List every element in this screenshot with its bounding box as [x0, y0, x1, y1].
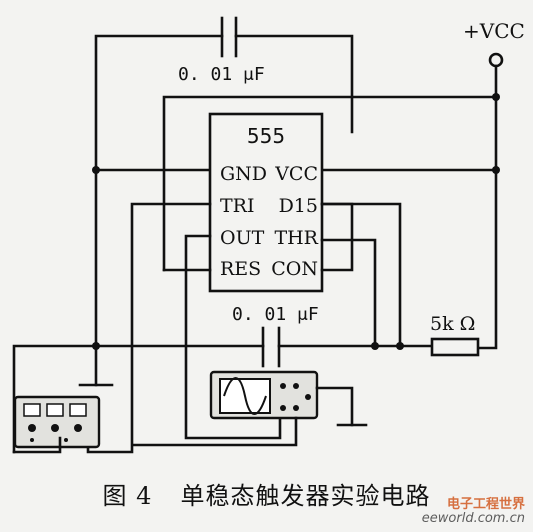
pin-out: OUT — [220, 227, 265, 249]
junction-node — [492, 93, 500, 101]
wire-con — [320, 202, 354, 272]
wire-top-loop — [94, 34, 354, 387]
signal-generator — [13, 395, 101, 449]
wire-tri — [86, 202, 212, 454]
resistor-5k — [430, 337, 480, 357]
junction-node — [396, 342, 404, 350]
capacitor-mid — [261, 326, 281, 368]
chip-name: 555 — [247, 124, 285, 148]
capacitor-top-label: 0. 01 μF — [178, 64, 265, 85]
figure-title: 单稳态触发器实验电路 — [180, 482, 431, 510]
watermark-title: 电子工程世界 — [446, 497, 525, 512]
watermark-url: eeworld.com.cn — [421, 511, 525, 526]
resistor-label: 5k Ω — [430, 313, 475, 335]
pin-d15: D15 — [279, 195, 318, 217]
ic-555 — [208, 112, 324, 293]
capacitor-mid-label: 0. 01 μF — [232, 304, 319, 325]
vcc-terminal-label: +VCC — [463, 19, 525, 43]
wire-scope-input — [132, 416, 298, 447]
watermark-logo: 电子工程世界 eeworld.com.cn — [422, 498, 525, 526]
pin-gnd: GND — [220, 163, 267, 185]
pin-vcc: VCC — [274, 163, 318, 185]
wire-vcc-rail — [94, 64, 498, 350]
junction-node — [92, 342, 100, 350]
circuit-diagram: 0. 01 μF +VCC 555 GND TRI OUT RES VCC D1… — [12, 16, 525, 454]
junction-node — [371, 342, 379, 350]
pin-thr: THR — [274, 227, 318, 249]
junction-node — [92, 166, 100, 174]
wire-scope-ground — [315, 386, 368, 427]
junction-node — [492, 166, 500, 174]
wire-thr — [320, 238, 377, 350]
capacitor-top — [220, 16, 238, 58]
pin-con: CON — [271, 258, 318, 280]
wire-siggen-ground — [12, 436, 62, 454]
wire-out — [184, 234, 282, 440]
pin-tri: TRI — [220, 195, 254, 217]
vcc-terminal — [488, 52, 504, 68]
pin-res: RES — [220, 258, 261, 280]
figure-caption: 图 4 单稳态触发器实验电路 — [0, 476, 533, 511]
wire-d15 — [320, 202, 402, 350]
oscilloscope — [209, 370, 319, 420]
figure-number: 图 4 — [102, 482, 153, 510]
